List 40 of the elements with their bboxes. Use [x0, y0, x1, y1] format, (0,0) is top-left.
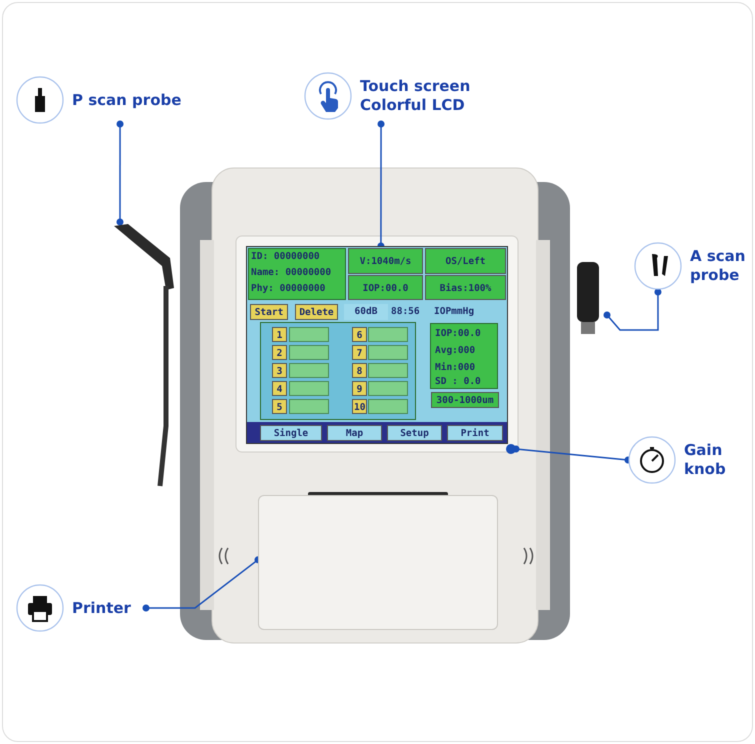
print-tab: Print [447, 425, 503, 441]
callout-label: A scan probe [690, 247, 746, 285]
printer-door [258, 495, 498, 630]
screen-text: Name: 00000000 [250, 266, 332, 280]
callout-label: Touch screen Colorful LCD [360, 77, 472, 115]
callout-label: Printer [72, 598, 131, 618]
number-key: 10 [352, 399, 367, 414]
delete-button: Delete [295, 304, 338, 320]
screen-text: IOP:00.0 [434, 327, 482, 341]
number-key: 2 [272, 345, 287, 360]
number-key: 1 [272, 327, 287, 342]
single-tab: Single [260, 425, 322, 441]
screen-text: Avg:000 [434, 344, 476, 358]
screen-text: 60dB [344, 304, 388, 320]
range-button: 300-1000um [431, 392, 499, 408]
screen-text: 88:56 [390, 305, 421, 319]
screen-text: Min:000 [434, 361, 476, 375]
lcd-screen [246, 246, 508, 444]
number-key: 8 [352, 363, 367, 378]
screen-text: V:1040m/s [348, 248, 423, 274]
screen-text: IOPmmHg [433, 305, 476, 319]
number-key: 9 [352, 381, 367, 396]
screen-text: Bias:100% [425, 275, 506, 300]
leader-line [604, 288, 662, 331]
number-key: 7 [352, 345, 367, 360]
map-tab: Map [327, 425, 382, 441]
screen-text: SD : 0.0 [434, 375, 482, 389]
screen-text: IOP:00.0 [348, 275, 423, 300]
number-key: 6 [352, 327, 367, 342]
callout-label: P scan probe [72, 90, 182, 110]
number-key: 5 [272, 399, 287, 414]
screen-text: ID: 00000000 [250, 250, 321, 264]
number-key: 4 [272, 381, 287, 396]
callout-label: Gain knob [684, 441, 727, 479]
start-button: Start [250, 304, 288, 320]
leader-line [116, 120, 124, 226]
setup-tab: Setup [387, 425, 442, 441]
screen-text: OS/Left [425, 248, 506, 274]
screen-text: Phy: 00000000 [250, 282, 326, 296]
number-key: 3 [272, 363, 287, 378]
